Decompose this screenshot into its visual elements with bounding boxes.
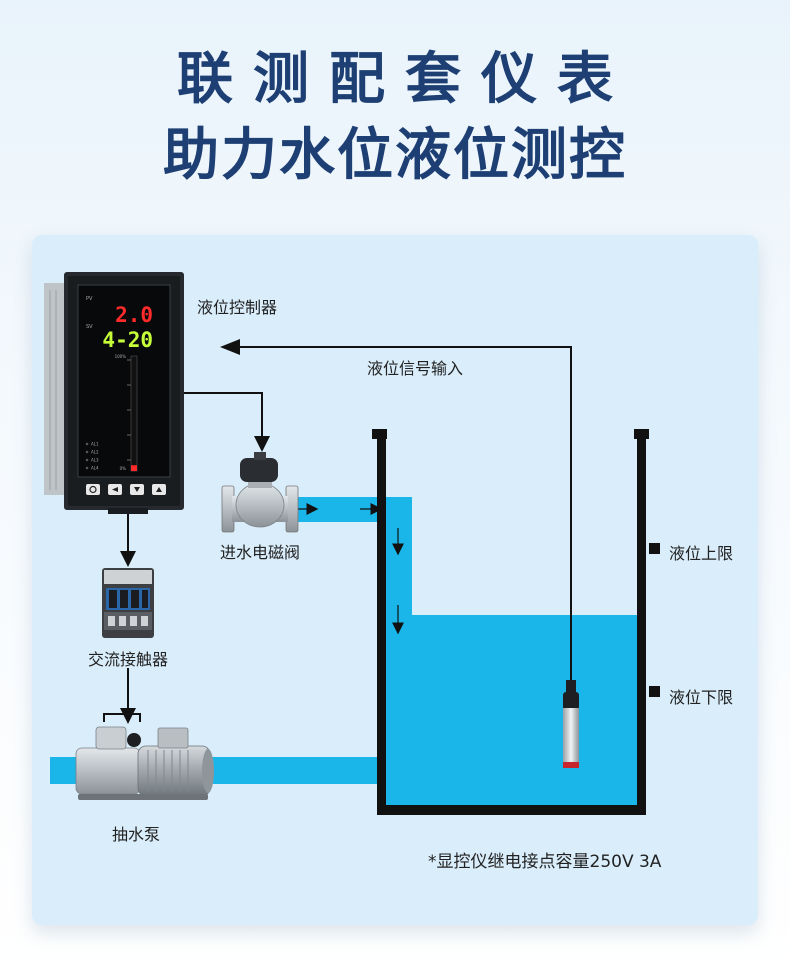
relay-capacity-note: *显控仪继电接点容量250V 3A — [428, 852, 662, 872]
tank-wall-left — [377, 432, 386, 815]
sv-tag: SV — [86, 324, 93, 330]
solenoid-valve — [221, 452, 299, 533]
contactor-label: 交流接触器 — [88, 650, 169, 669]
level-bargraph-fill — [131, 465, 137, 471]
headline-line1: 联测配套仪表 — [177, 47, 633, 112]
signal-line — [232, 346, 572, 680]
pv-display: 2.0 — [115, 303, 153, 327]
signal-input-label: 液位信号输入 — [367, 359, 464, 378]
level-bargraph — [130, 355, 138, 472]
alarm-3: AL3 — [91, 458, 99, 463]
contactor-control-arrow — [120, 551, 136, 567]
tank-floor — [377, 805, 646, 815]
set-button[interactable] — [86, 484, 100, 495]
lower-limit-marker — [649, 686, 660, 697]
bar-bottom-label: 0% — [120, 466, 127, 471]
pv-tag: PV — [86, 296, 93, 302]
lower-limit-label: 液位下限 — [669, 688, 734, 707]
upper-limit-marker — [649, 543, 660, 554]
headline-line2: 助力水位液位测控 — [163, 123, 627, 188]
bar-top-label: 100% — [115, 354, 127, 359]
alarm-2: AL2 — [91, 450, 99, 455]
controller-label: 液位控制器 — [197, 298, 278, 317]
level-probe — [563, 680, 579, 768]
ac-contactor — [102, 568, 154, 638]
signal-arrow — [220, 339, 240, 355]
tank-cap-right — [634, 429, 649, 439]
sv-display: 4-20 — [102, 328, 153, 352]
tank-cap-left — [372, 429, 387, 439]
water-pump — [75, 713, 214, 800]
tank-wall-right — [637, 432, 646, 815]
bargraph-ticks — [127, 359, 131, 461]
tank-water — [383, 615, 638, 805]
valve-control-line — [183, 392, 263, 440]
level-controller-device: PV SV 2.0 4-20 100% 0% AL1 AL2 AL3 AL4 — [44, 272, 184, 514]
flow-arrows — [298, 503, 404, 635]
pump-control-arrow — [120, 708, 136, 724]
alarm-1: AL1 — [91, 442, 99, 447]
alarm-4: AL4 — [91, 466, 99, 471]
upper-limit-label: 液位上限 — [669, 544, 734, 563]
valve-label: 进水电磁阀 — [220, 543, 301, 562]
pump-label: 抽水泵 — [112, 825, 161, 844]
valve-control-arrow — [254, 436, 270, 452]
